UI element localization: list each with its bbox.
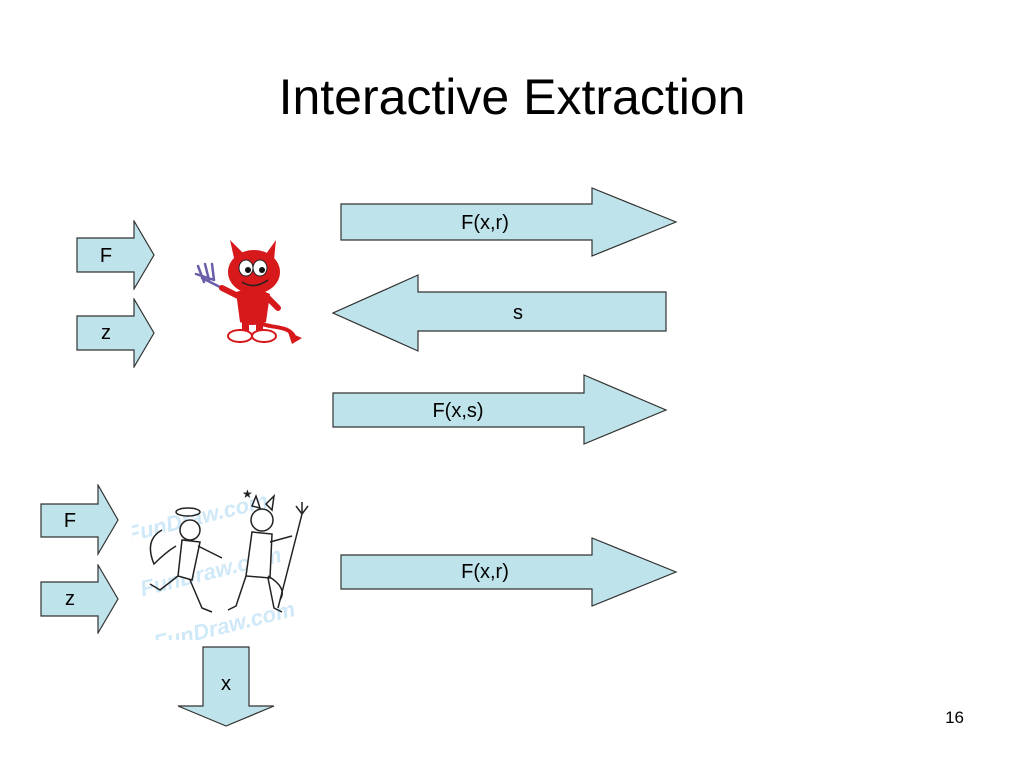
input-label-z-bottom: z [65, 588, 75, 610]
input-label-z-top: z [101, 322, 111, 344]
input-arrow-f-top: F [76, 220, 156, 290]
output-label-x: x [221, 673, 231, 695]
message-arrow-s: s [332, 274, 668, 352]
angel-and-devil-icon: FunDraw.com FunDraw.com FunDraw.com [124, 480, 312, 656]
message-arrow-fxr-top: F(x,r) [340, 187, 678, 257]
input-arrow-f-bottom: F [40, 484, 120, 556]
message-label-fxr-bottom: F(x,r) [461, 561, 509, 583]
input-arrow-z-bottom: z [40, 564, 120, 634]
svg-text:★: ★ [242, 487, 253, 501]
page-number: 16 [945, 708, 964, 727]
watermark-text-3: FunDraw.com [151, 596, 297, 640]
input-arrow-z-top: z [76, 298, 156, 368]
output-arrow-x: x [176, 646, 276, 728]
message-arrow-fxr-bottom: F(x,r) [340, 537, 678, 607]
slide-title: Interactive Extraction [278, 69, 746, 125]
red-devil-icon [194, 238, 306, 346]
message-arrow-fxs: F(x,s) [332, 374, 668, 446]
message-label-fxs: F(x,s) [432, 400, 484, 422]
input-label-f-bottom: F [63, 510, 77, 532]
input-label-f-top: F [99, 245, 113, 267]
message-label-fxr-top: F(x,r) [461, 212, 509, 234]
message-label-s: s [513, 302, 523, 324]
